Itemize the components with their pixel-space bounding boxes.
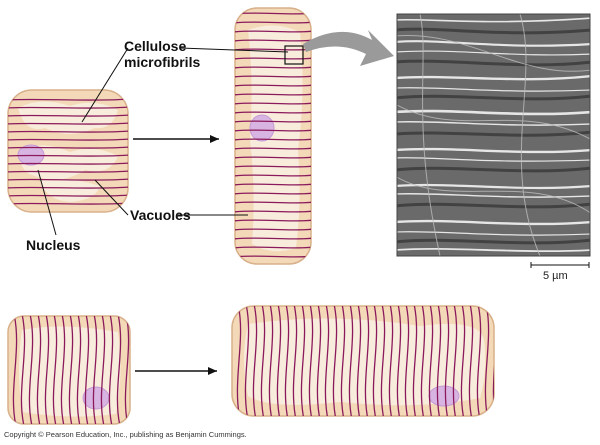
nucleus-bottom-left-cell	[82, 386, 110, 410]
microfibrils-bottom-left-cell	[12, 316, 130, 424]
nucleus-elongated-cell	[249, 114, 275, 142]
curved-arrow-icon	[303, 30, 394, 66]
microfibrils-bottom-right-cell	[236, 306, 494, 416]
young-cell	[7, 89, 129, 213]
zoom-region-box	[284, 45, 304, 65]
cell-bottom-left	[7, 315, 131, 425]
cellulose-label-line2: microfibrils	[124, 54, 201, 70]
vacuoles-label: Vacuoles	[130, 207, 191, 223]
electron-micrograph	[396, 13, 591, 257]
cellulose-microfibrils-label: Cellulose microfibrils	[124, 38, 200, 70]
microfibrils-young-cell	[8, 98, 128, 205]
cellulose-label-line1: Cellulose	[124, 38, 187, 54]
elongated-cell	[234, 7, 312, 265]
copyright-notice: Copyright © Pearson Education, Inc., pub…	[4, 430, 247, 439]
label-leader-lines	[37, 47, 289, 236]
scale-bar-label: 5 µm	[543, 270, 568, 282]
nucleus-bottom-right-cell	[428, 385, 460, 407]
scale-bar	[530, 262, 590, 268]
nucleus-label: Nucleus	[26, 237, 81, 253]
cell-bottom-right	[231, 305, 495, 417]
